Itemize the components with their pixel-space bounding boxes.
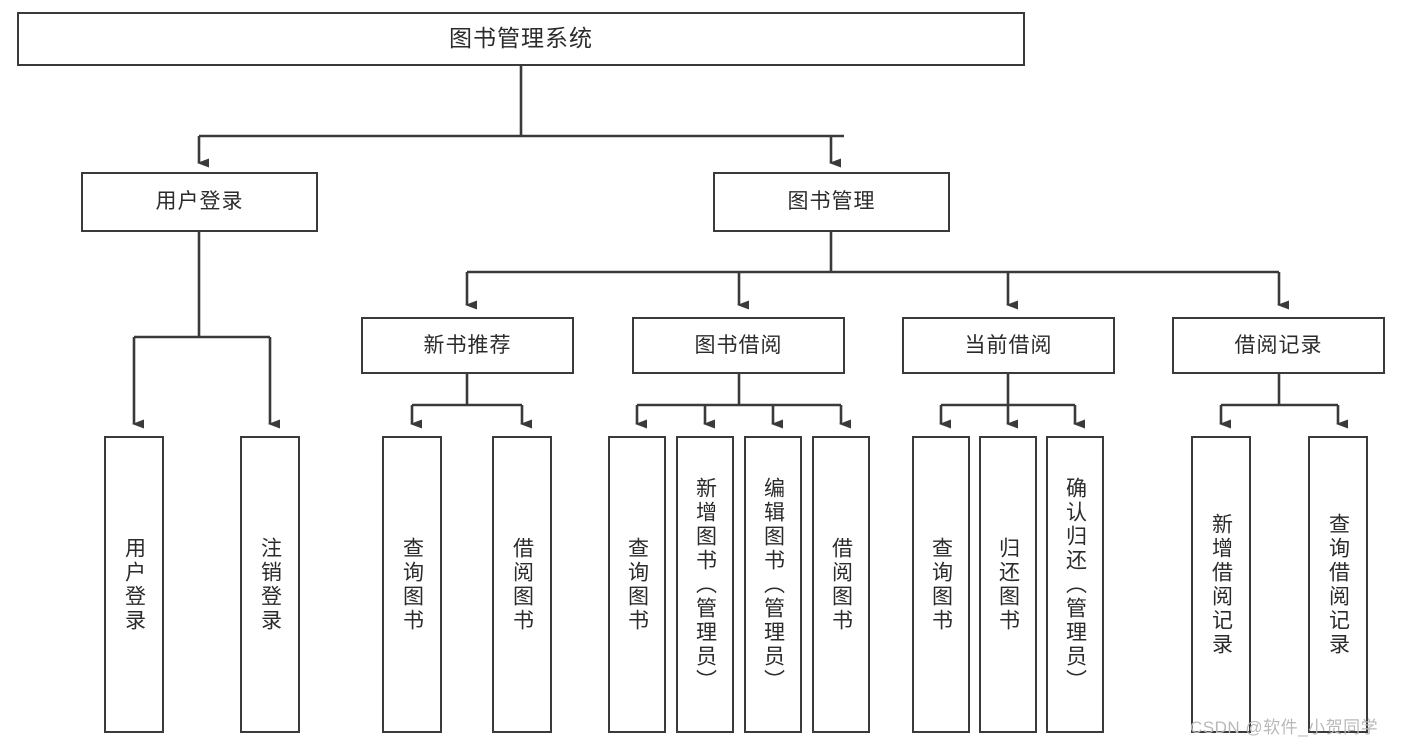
node-book-management[interactable]: 图书管理 [713,172,950,232]
leaf-user-login-signin-label: 用户登录 [122,536,146,633]
node-current-borrow[interactable]: 当前借阅 [902,317,1115,374]
node-root-system[interactable]: 图书管理系统 [17,12,1025,66]
leaf-book-borrow-query-label: 查询图书 [625,536,649,633]
node-book-borrow[interactable]: 图书借阅 [632,317,845,374]
leaf-new-book-query[interactable]: 查询图书 [382,436,442,733]
leaf-borrow-record-add-label: 新增借阅记录 [1209,512,1233,657]
leaf-current-borrow-confirm-label: 确认归还（管理员） [1063,476,1087,693]
node-user-login-label: 用户登录 [155,190,244,214]
leaf-book-borrow-query[interactable]: 查询图书 [608,436,666,733]
leaf-new-book-borrow[interactable]: 借阅图书 [492,436,552,733]
csdn-watermark: CSDN @软件_小贺同学 [1190,718,1379,737]
leaf-borrow-record-query[interactable]: 查询借阅记录 [1308,436,1368,733]
leaf-user-login-signout-label: 注销登录 [258,536,282,633]
node-current-borrow-label: 当前借阅 [964,333,1053,357]
leaf-current-borrow-query[interactable]: 查询图书 [912,436,970,733]
leaf-current-borrow-query-label: 查询图书 [929,536,953,633]
leaf-user-login-signin[interactable]: 用户登录 [104,436,164,733]
node-book-management-label: 图书管理 [787,190,876,214]
leaf-current-borrow-confirm[interactable]: 确认归还（管理员） [1046,436,1104,733]
leaf-book-borrow-edit[interactable]: 编辑图书（管理员） [744,436,802,733]
leaf-book-borrow-edit-label: 编辑图书（管理员） [761,476,785,693]
node-user-login[interactable]: 用户登录 [81,172,318,232]
node-root-system-label: 图书管理系统 [449,25,593,52]
leaf-book-borrow-borrow[interactable]: 借阅图书 [812,436,870,733]
leaf-borrow-record-add[interactable]: 新增借阅记录 [1191,436,1251,733]
leaf-book-borrow-add-label: 新增图书（管理员） [693,476,717,693]
leaf-current-borrow-return-label: 归还图书 [996,536,1020,633]
node-new-book-recommend-label: 新书推荐 [423,333,512,357]
node-new-book-recommend[interactable]: 新书推荐 [361,317,574,374]
leaf-book-borrow-borrow-label: 借阅图书 [829,536,853,633]
leaf-borrow-record-query-label: 查询借阅记录 [1326,512,1350,657]
leaf-book-borrow-add[interactable]: 新增图书（管理员） [676,436,734,733]
leaf-current-borrow-return[interactable]: 归还图书 [979,436,1037,733]
node-book-borrow-label: 图书借阅 [694,333,783,357]
leaf-new-book-borrow-label: 借阅图书 [510,536,534,633]
leaf-new-book-query-label: 查询图书 [400,536,424,633]
leaf-user-login-signout[interactable]: 注销登录 [240,436,300,733]
node-borrow-record-label: 借阅记录 [1234,333,1323,357]
node-borrow-record[interactable]: 借阅记录 [1172,317,1385,374]
